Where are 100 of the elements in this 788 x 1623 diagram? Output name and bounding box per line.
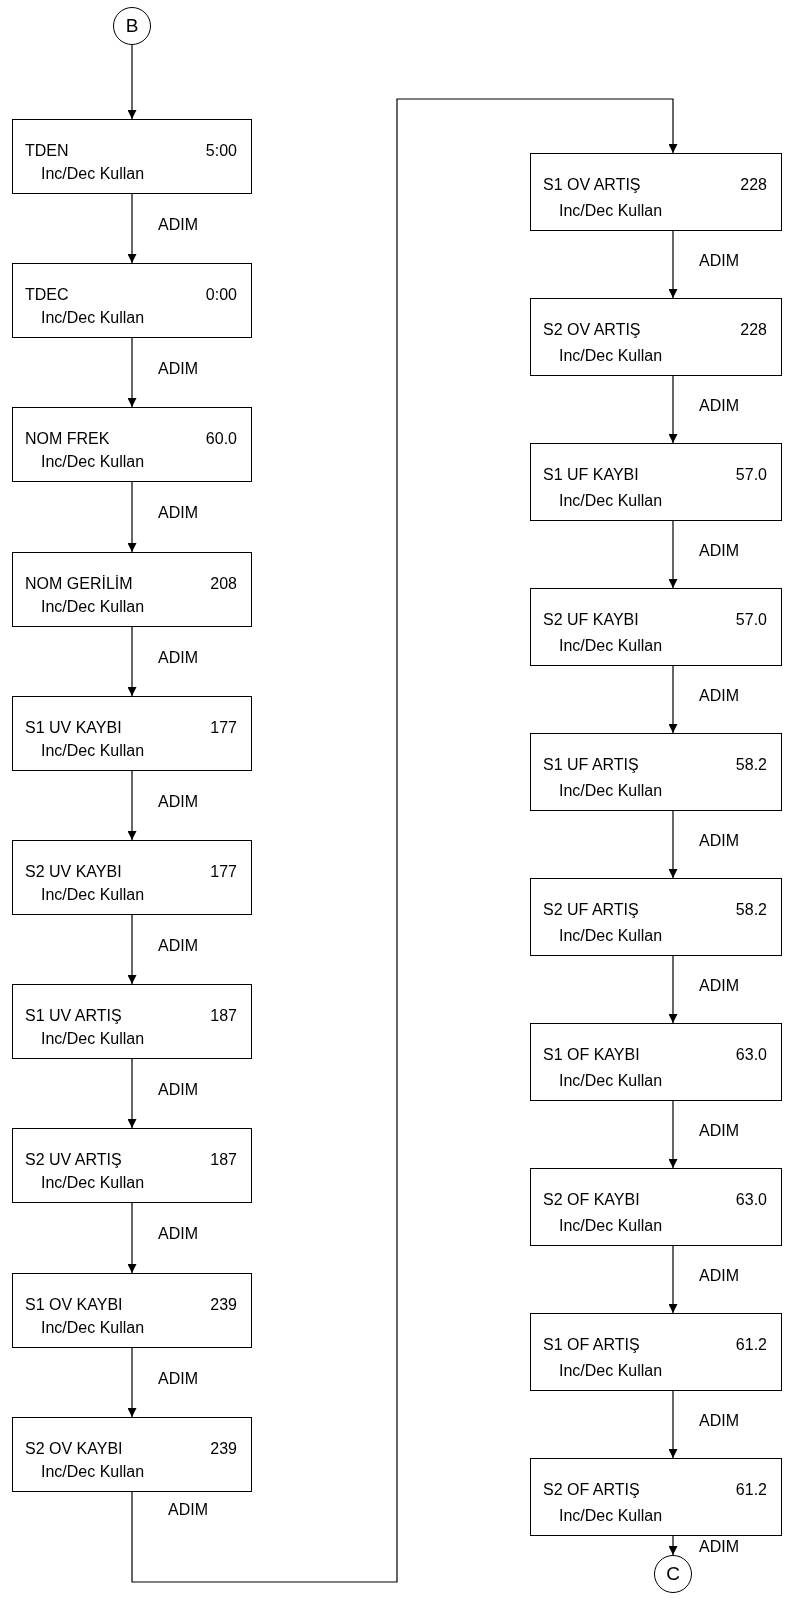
parameter-name: S1 UV ARTIŞ [25, 1007, 122, 1025]
arrow [668, 1535, 678, 1556]
instruction-text: Inc/Dec Kullan [41, 165, 145, 183]
instruction-text: Inc/Dec Kullan [41, 1319, 145, 1337]
arrow [127, 770, 137, 841]
arrow [127, 193, 137, 264]
parameter-name: S2 UF ARTIŞ [543, 901, 639, 919]
edge-label: ADIM [699, 397, 739, 414]
instruction-text: Inc/Dec Kullan [559, 492, 663, 510]
connector-letter: B [125, 15, 139, 37]
parameter-name: S1 UF KAYBI [543, 466, 639, 484]
parameter-name: S1 UV KAYBI [25, 719, 122, 737]
arrow [127, 626, 137, 697]
parameter-name: S1 OF KAYBI [543, 1046, 640, 1064]
instruction-text: Inc/Dec Kullan [41, 742, 145, 760]
edge-label: ADIM [168, 1502, 208, 1518]
display-box [530, 1023, 782, 1101]
instruction-text: Inc/Dec Kullan [559, 782, 663, 800]
arrow [668, 955, 678, 1024]
display-box [12, 984, 252, 1059]
parameter-value: 63.0 [735, 1046, 767, 1064]
display-box [12, 1417, 252, 1492]
display-box [530, 1458, 782, 1536]
parameter-name: S2 UV KAYBI [25, 863, 122, 881]
arrow [668, 375, 678, 444]
arrow [127, 337, 137, 408]
arrow [668, 810, 678, 879]
instruction-text: Inc/Dec Kullan [41, 598, 145, 616]
parameter-value: 63.0 [735, 1191, 767, 1209]
arrow [127, 1202, 137, 1274]
display-box [12, 119, 252, 194]
edge-label: ADIM [158, 216, 198, 233]
arrow [668, 230, 678, 299]
display-box [12, 1128, 252, 1203]
instruction-text: Inc/Dec Kullan [559, 1217, 663, 1235]
edge-label: ADIM [158, 937, 198, 954]
instruction-text: Inc/Dec Kullan [41, 1174, 145, 1192]
instruction-text: Inc/Dec Kullan [41, 309, 145, 327]
instruction-text: Inc/Dec Kullan [41, 1463, 145, 1481]
edge-label: ADIM [158, 1226, 198, 1242]
instruction-text: Inc/Dec Kullan [559, 347, 663, 365]
parameter-name: TDEC [25, 286, 69, 304]
display-box [12, 1273, 252, 1348]
arrow [668, 665, 678, 734]
parameter-value: 208 [210, 575, 237, 593]
display-box [12, 552, 252, 627]
parameter-name: S1 OV ARTIŞ [543, 176, 641, 194]
edge-label: ADIM [158, 1370, 198, 1387]
arrow [127, 1347, 137, 1418]
edge-label: ADIM [158, 649, 198, 666]
display-box [530, 298, 782, 376]
arrow [127, 914, 137, 985]
parameter-value: 239 [210, 1296, 237, 1314]
instruction-text: Inc/Dec Kullan [41, 1030, 145, 1048]
connector-circle [113, 7, 151, 45]
arrow [131, 98, 678, 1583]
parameter-value: 239 [210, 1440, 237, 1458]
parameter-value: 177 [210, 719, 237, 737]
parameter-name: S2 UF KAYBI [543, 611, 639, 629]
parameter-name: S2 UV ARTIŞ [25, 1151, 122, 1169]
instruction-text: Inc/Dec Kullan [559, 1072, 663, 1090]
display-box [530, 1313, 782, 1391]
edge-label: ADIM [699, 1539, 739, 1555]
edge-label: ADIM [699, 832, 739, 849]
instruction-text: Inc/Dec Kullan [559, 202, 663, 220]
parameter-name: S2 OF KAYBI [543, 1191, 640, 1209]
display-box [530, 733, 782, 811]
display-box [12, 840, 252, 915]
arrow [668, 520, 678, 589]
arrow [668, 1390, 678, 1459]
parameter-name: S1 OV KAYBI [25, 1296, 123, 1314]
instruction-text: Inc/Dec Kullan [41, 886, 145, 904]
edge-label: ADIM [699, 1267, 739, 1284]
parameter-name: S2 OV ARTIŞ [543, 321, 641, 339]
display-box [12, 696, 252, 771]
edge-label: ADIM [699, 542, 739, 559]
edge-label: ADIM [158, 505, 198, 521]
edge-label: ADIM [699, 1122, 739, 1139]
parameter-value: 61.2 [735, 1481, 767, 1499]
parameter-value: 228 [740, 321, 767, 339]
arrow [668, 1245, 678, 1314]
display-box [530, 153, 782, 231]
parameter-name: NOM GERİLİM [25, 575, 133, 593]
parameter-value: 60.0 [205, 430, 237, 448]
parameter-value: 58.2 [735, 901, 767, 919]
display-box [12, 263, 252, 338]
display-box [530, 443, 782, 521]
parameter-value: 177 [210, 863, 237, 881]
edge-label: ADIM [158, 360, 198, 377]
parameter-value: 187 [210, 1007, 237, 1025]
parameter-value: 5:00 [205, 142, 237, 160]
instruction-text: Inc/Dec Kullan [41, 453, 145, 471]
arrow [127, 481, 137, 553]
edge-label: ADIM [158, 1081, 198, 1098]
arrow [668, 1100, 678, 1169]
connector-letter: C [666, 1563, 680, 1585]
parameter-name: TDEN [25, 142, 69, 160]
edge-label: ADIM [699, 252, 739, 269]
parameter-value: 187 [210, 1151, 237, 1169]
arrow [127, 44, 137, 120]
